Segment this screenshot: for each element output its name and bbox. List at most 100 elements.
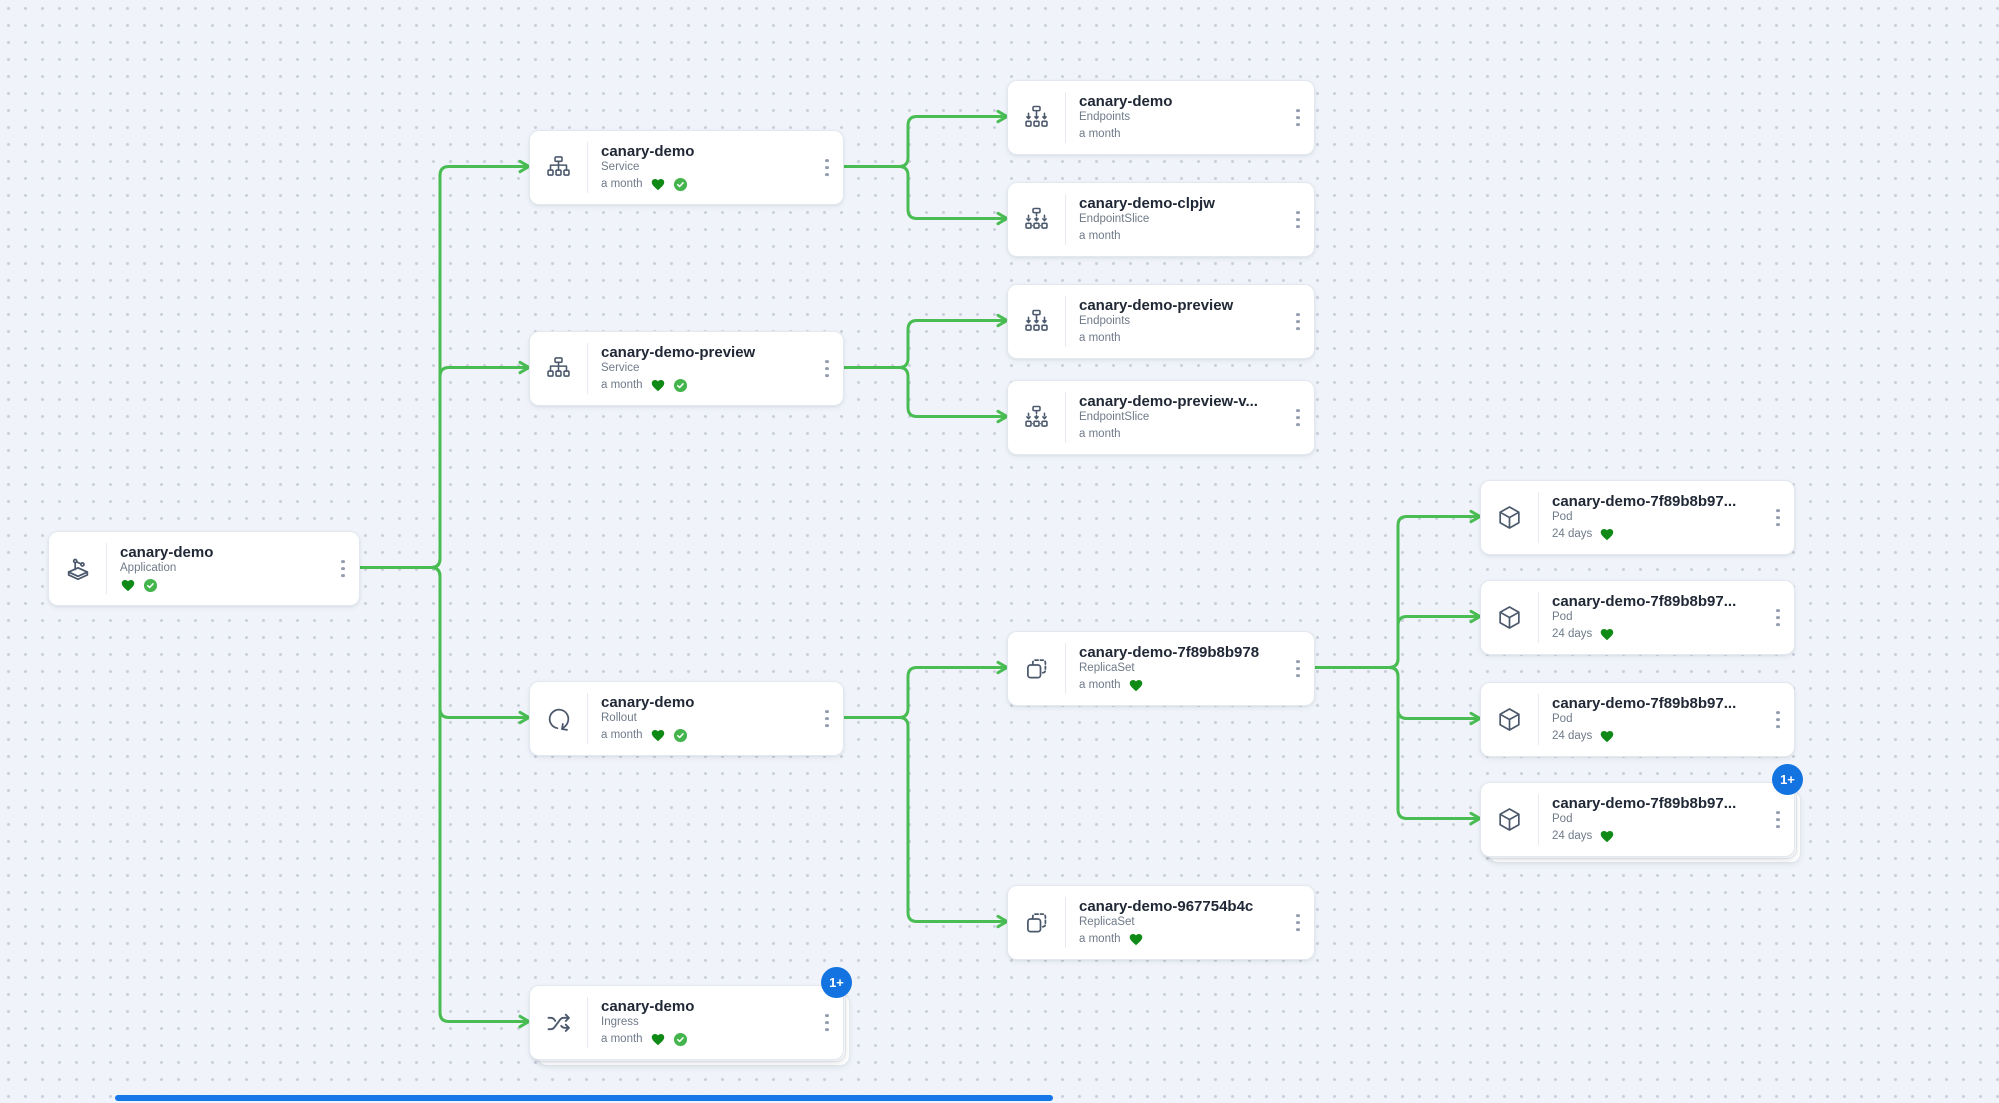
tree-edge xyxy=(356,366,530,569)
divider xyxy=(1065,194,1066,245)
resource-title: canary-demo-967754b4c xyxy=(1079,898,1254,915)
divider xyxy=(587,343,588,394)
kebab-menu-button[interactable] xyxy=(1768,502,1788,534)
rollout-icon xyxy=(530,705,587,733)
resource-title: canary-demo xyxy=(601,143,695,160)
replicaset-icon xyxy=(1008,655,1065,683)
resource-age: a month xyxy=(1079,230,1121,242)
resource-age: 24 days xyxy=(1552,730,1593,742)
application-icon xyxy=(49,555,106,583)
resource-kind: Endpoints xyxy=(1079,315,1131,327)
count-badge[interactable]: 1+ xyxy=(1772,764,1803,795)
kebab-menu-button[interactable] xyxy=(817,152,837,184)
resource-age: a month xyxy=(601,178,643,190)
kebab-menu-button[interactable] xyxy=(1288,653,1308,685)
resource-title: canary-demo-7f89b8b97... xyxy=(1552,493,1737,510)
kebab-menu-button[interactable] xyxy=(1768,602,1788,634)
divider xyxy=(1538,492,1539,543)
divider xyxy=(1065,643,1066,694)
resource-title: canary-demo-preview-v... xyxy=(1079,393,1258,410)
count-badge[interactable]: 1+ xyxy=(821,967,852,998)
synced-check-icon xyxy=(673,728,688,743)
resource-age: a month xyxy=(1079,679,1121,691)
tree-edge xyxy=(1311,515,1481,669)
endpoints-icon xyxy=(1008,308,1065,335)
divider xyxy=(1538,592,1539,643)
pod-icon xyxy=(1481,604,1538,631)
resource-kind: Pod xyxy=(1552,713,1573,725)
divider xyxy=(106,543,107,594)
tree-edge xyxy=(840,115,1008,168)
resource-age: a month xyxy=(1079,128,1121,140)
resource-kind: Endpoints xyxy=(1079,111,1131,123)
resource-title: canary-demo-7f89b8b97... xyxy=(1552,795,1737,812)
kebab-menu-button[interactable] xyxy=(1288,907,1308,939)
tree-edge xyxy=(356,566,530,1023)
kebab-menu-button[interactable] xyxy=(1288,402,1308,434)
resource-age: a month xyxy=(601,1033,643,1045)
kebab-menu-button[interactable] xyxy=(817,1007,837,1039)
tree-edge xyxy=(1311,615,1481,669)
kebab-menu-button[interactable] xyxy=(1288,204,1308,236)
kebab-menu-button[interactable] xyxy=(817,353,837,385)
kebab-menu-button[interactable] xyxy=(1768,804,1788,836)
health-heart-icon xyxy=(650,378,666,393)
resource-title: canary-demo-7f89b8b97... xyxy=(1552,593,1737,610)
kebab-menu-button[interactable] xyxy=(817,703,837,735)
kebab-menu-button[interactable] xyxy=(1288,306,1308,338)
resource-kind: Application xyxy=(120,562,177,574)
divider xyxy=(1065,897,1066,948)
resource-title: canary-demo-preview xyxy=(601,344,756,361)
ingress-icon xyxy=(530,1009,587,1037)
divider xyxy=(1065,296,1066,347)
synced-check-icon xyxy=(673,1032,688,1047)
resource-kind: ReplicaSet xyxy=(1079,662,1135,674)
tree-edge xyxy=(840,366,1008,418)
resource-kind: Pod xyxy=(1552,611,1573,623)
divider xyxy=(1065,392,1066,443)
kebab-menu-button[interactable] xyxy=(1768,704,1788,736)
tree-edge xyxy=(1311,666,1481,720)
kebab-menu-button[interactable] xyxy=(1288,102,1308,134)
kebab-menu-button[interactable] xyxy=(333,553,353,585)
divider xyxy=(1065,92,1066,143)
horizontal-scrollbar[interactable] xyxy=(115,1095,1053,1101)
health-heart-icon xyxy=(1599,829,1615,844)
health-heart-icon xyxy=(650,1032,666,1047)
health-heart-icon xyxy=(1128,678,1144,693)
divider xyxy=(587,142,588,193)
tree-edge xyxy=(1311,666,1481,820)
